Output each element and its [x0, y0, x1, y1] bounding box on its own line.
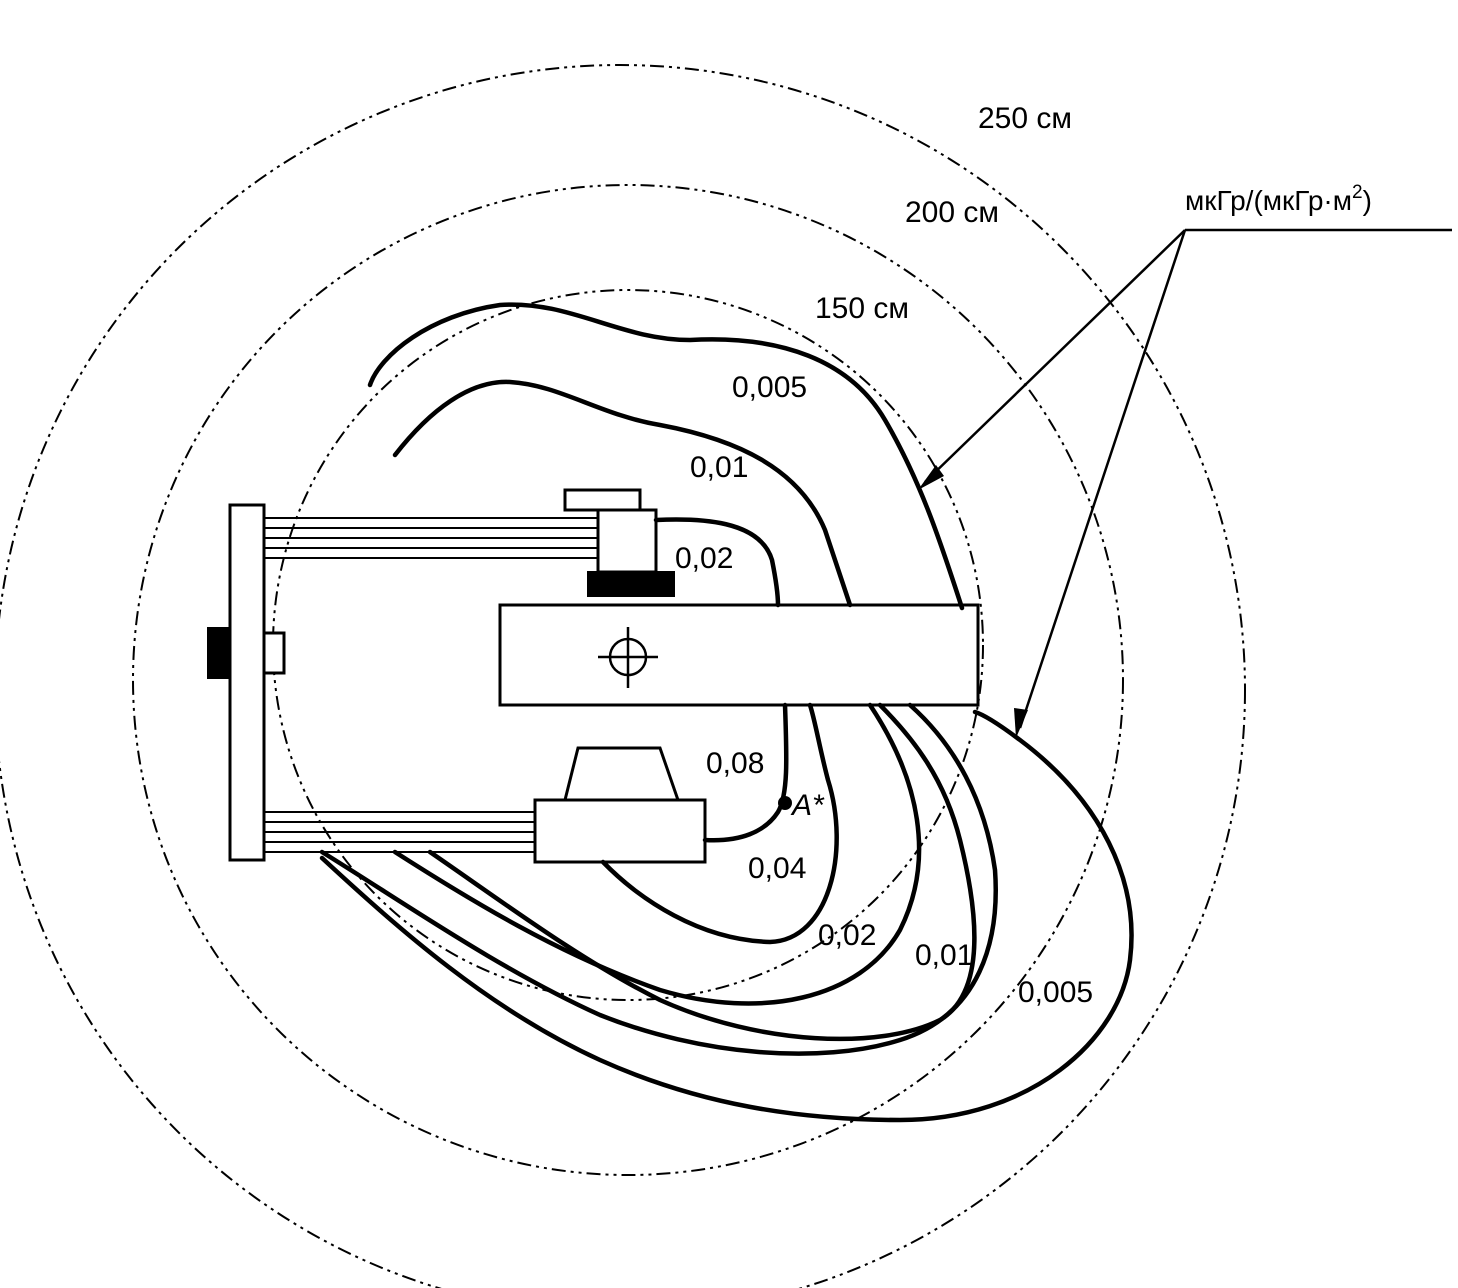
column-mount-right: [262, 631, 286, 675]
measurement-point-a: A*: [778, 789, 825, 822]
leader-to-upper-0005: [924, 229, 1186, 483]
ring-250cm: [0, 64, 1246, 1288]
arrowhead-lower: [1014, 708, 1028, 738]
isodose-lower-001: [319, 702, 998, 1056]
label-upper-001: 0,01: [690, 451, 748, 484]
label-lower-0005: 0,005: [1018, 976, 1093, 1009]
isodose-upper-0005: [367, 302, 965, 611]
isodose-lower-002: [392, 702, 922, 1006]
label-inner-004: 0,04: [748, 852, 806, 885]
upper-detector-plate: [587, 571, 675, 597]
upper-arm: [264, 517, 598, 559]
ring-labels: 250 см 200 см 150 см: [815, 102, 1072, 325]
label-lower-002: 0,02: [818, 919, 876, 952]
isodose-inner-008: [702, 702, 789, 843]
label-inner-008: 0,08: [706, 747, 764, 780]
point-a-label: A*: [790, 789, 825, 822]
label-lower-001: 0,01: [915, 939, 973, 972]
leader-to-lower-0005: [1018, 229, 1187, 729]
xray-tube-housing: [563, 746, 681, 802]
upper-head-block: [596, 508, 658, 574]
label-upper-002: 0,02: [675, 542, 733, 575]
isodose-upper-002: [653, 517, 781, 608]
upper-head-cap: [563, 488, 642, 512]
label-250cm: 250 см: [978, 102, 1072, 135]
isodose-lower-001-outer: [427, 702, 977, 1042]
isodose-lower-004: [600, 702, 839, 945]
arrowhead-upper: [918, 465, 944, 490]
lower-head-block: [533, 798, 707, 864]
unit-label: мкГр/(мкГр·м2): [1185, 182, 1372, 216]
isodose-upper-001: [392, 379, 853, 608]
column-mount-left: [207, 627, 231, 679]
lower-arm: [264, 811, 535, 853]
label-150cm: 150 см: [815, 292, 909, 325]
unit-callout: мкГр/(мкГр·м2): [918, 182, 1452, 738]
isodose-curves: [319, 302, 1134, 1123]
point-a-dot: [778, 796, 792, 810]
isocenter-crosshair: [598, 627, 658, 688]
isodose-labels: 0,005 0,01 0,02 0,08 0,04 0,02 0,01 0,00…: [675, 371, 1093, 1009]
isodose-lower-0005: [319, 709, 1134, 1123]
patient-table: [498, 603, 980, 707]
ring-200cm: [132, 184, 1124, 1176]
label-200cm: 200 см: [905, 196, 999, 229]
label-upper-0005: 0,005: [732, 371, 807, 404]
equipment-schematic: [207, 488, 980, 864]
vertical-column: [228, 503, 266, 862]
